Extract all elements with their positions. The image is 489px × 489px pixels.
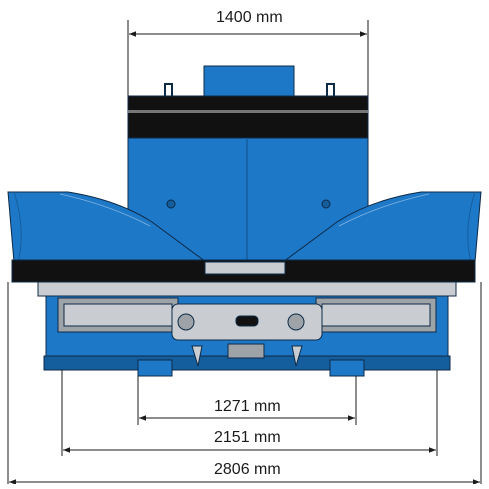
chassis-frame [37, 281, 457, 297]
left-foot [137, 359, 173, 377]
dimension-lines [7, 20, 482, 485]
dim-label-2151: 2151 mm [211, 429, 284, 447]
left-wing [7, 191, 208, 263]
dim-label-2806: 2806 mm [211, 461, 284, 479]
left-lifting-eye [164, 83, 173, 97]
machine-illustration [7, 65, 482, 377]
right-foot [329, 359, 365, 377]
dim-label-1400: 1400 mm [213, 9, 286, 27]
top-black-band [127, 95, 369, 139]
right-wing [281, 191, 482, 263]
right-lifting-eye [326, 83, 335, 97]
top-hopper-box [203, 65, 295, 99]
dim-label-1271: 1271 mm [211, 398, 284, 416]
